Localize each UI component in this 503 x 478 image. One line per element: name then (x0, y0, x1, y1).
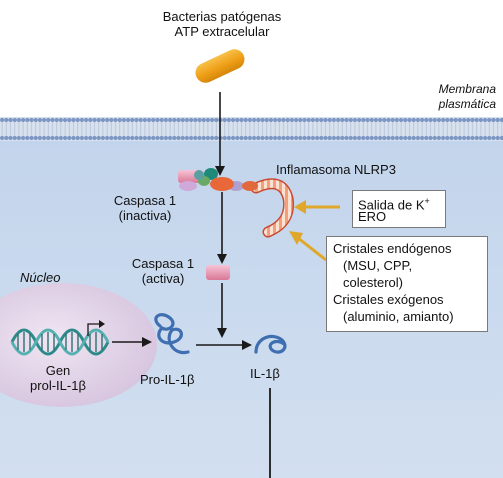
crystals-line4: Cristales exógenos (333, 292, 444, 307)
stimulus-line1: Bacterias patógenas (162, 9, 282, 24)
caspase-active-label: Caspasa 1 (activa) (124, 256, 202, 286)
stimulus-pill-icon (195, 49, 245, 83)
caspase-active-icon (206, 265, 230, 280)
k-plus-superscript: + (424, 196, 430, 206)
stimulus-line2: ATP extracelular (174, 24, 270, 39)
caspase-inactive-line1: Caspasa 1 (113, 193, 177, 208)
gene-line2: prol-IL-1β (30, 378, 86, 393)
k-efflux-text: Salida de K (358, 197, 425, 213)
k-efflux-line1: Salida de K+ (358, 194, 430, 212)
crystals-line3: colesterol) (343, 275, 403, 290)
k-efflux-arrow (294, 200, 340, 214)
ero-line: ERO (358, 209, 387, 224)
caspase-active-line2: (activa) (141, 271, 185, 286)
crystals-box: Cristales endógenos (MSU, CPP, colestero… (326, 236, 488, 332)
pro-il1b-label: Pro-IL-1β (140, 372, 195, 387)
il1b-icon (254, 334, 287, 354)
caspase-inactive-icon (178, 168, 218, 191)
inflammasome-icon (210, 177, 295, 238)
stimulus-label: Bacterias patógenas ATP extracelular (134, 9, 310, 39)
membrane-line1: Membrana (438, 82, 496, 96)
inflammasome-label: Inflamasoma NLRP3 (276, 162, 396, 177)
gene-label: Gen prol-IL-1β (14, 363, 102, 393)
dna-helix-icon (10, 320, 110, 356)
crystals-arrow (289, 231, 327, 262)
plasma-membrane (0, 117, 503, 141)
crystals-line2: (MSU, CPP, (343, 258, 413, 273)
k-efflux-box: Salida de K+ ERO (352, 190, 446, 228)
pro-il1b-icon (154, 313, 190, 355)
crystals-line5: (aluminio, amianto) (343, 309, 454, 324)
caspase-inactive-line2: (inactiva) (118, 208, 172, 223)
crystals-line1: Cristales endógenos (333, 241, 452, 256)
membrane-label: Membrana plasmática (416, 82, 496, 112)
caspase-active-line1: Caspasa 1 (131, 256, 195, 271)
nucleus-label: Núcleo (20, 270, 61, 285)
gene-line1: Gen (45, 363, 71, 378)
il1b-label: IL-1β (250, 366, 280, 381)
membrane-line2: plasmática (438, 97, 496, 111)
caspase-inactive-label: Caspasa 1 (inactiva) (104, 193, 186, 223)
